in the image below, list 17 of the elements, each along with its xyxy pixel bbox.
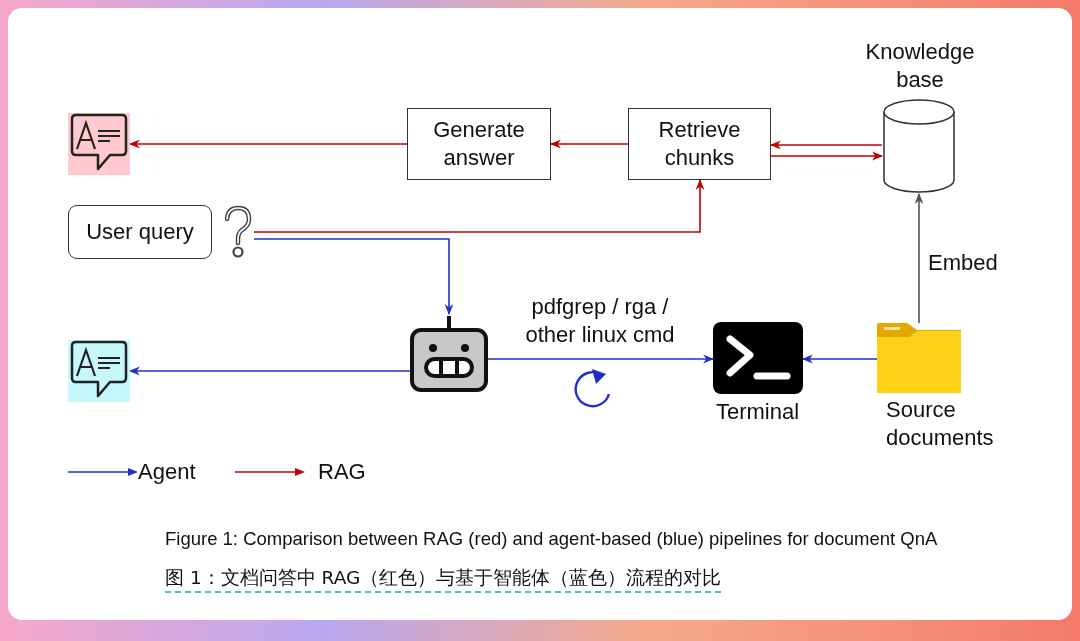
arrow	[253, 238, 454, 316]
process-box: Retrieve chunks	[628, 108, 771, 180]
node-label: Knowledge base	[864, 38, 976, 94]
arrow	[770, 151, 884, 161]
caption-translation: 图 1：文档问答中 RAG（红色）与基于智能体（蓝色）流程的对比	[165, 565, 722, 593]
arrow	[769, 140, 883, 150]
arrow	[549, 139, 629, 149]
process-box: Generate answer	[407, 108, 551, 180]
arrow	[914, 192, 924, 324]
input-box: User query	[68, 205, 212, 259]
arrow	[487, 354, 715, 364]
legend-label: RAG	[318, 458, 366, 486]
node-label: Terminal	[714, 398, 801, 426]
arrow	[253, 178, 705, 233]
caption: Figure 1: Comparison between RAG (red) and agent-based (blue) pipelines for document QnA	[165, 527, 938, 551]
node-label: Source documents	[886, 396, 995, 452]
legend-label: Agent	[138, 458, 196, 486]
